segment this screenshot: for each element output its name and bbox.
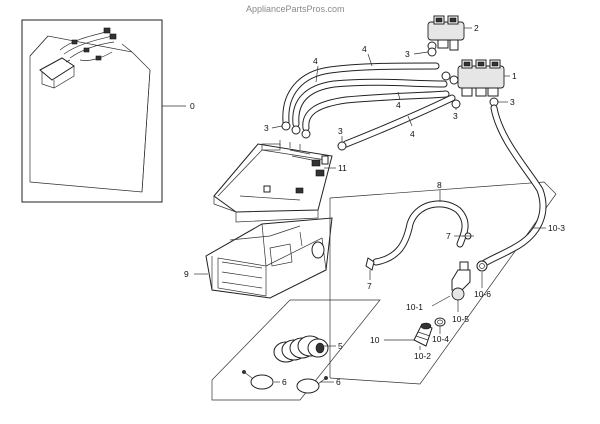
- watermark-text: AppliancePartsPros.com: [246, 4, 345, 14]
- callout-4b: 4: [313, 56, 318, 66]
- callout-1: 1: [512, 71, 517, 81]
- leader-line: [367, 53, 373, 67]
- callout-6b: 6: [336, 377, 341, 387]
- callout-10-1: 10-1: [406, 302, 423, 312]
- callout-4c: 4: [396, 100, 401, 110]
- oring-part-10-4: [434, 317, 446, 327]
- dispenser-top-part-11: [213, 140, 333, 223]
- leader-line: [407, 115, 413, 127]
- clamps-part-6: [242, 370, 328, 394]
- water-valve-part-2: [427, 15, 465, 51]
- nozzle-part-10-2: [413, 322, 433, 347]
- leader-line: [431, 295, 451, 307]
- callout-8: 8: [437, 180, 442, 190]
- bellows-part-5: [273, 335, 329, 363]
- callout-6a: 6: [282, 377, 287, 387]
- callout-7a: 7: [367, 281, 372, 291]
- callout-5: 5: [338, 341, 343, 351]
- callout-10-5: 10-5: [452, 314, 469, 324]
- leader-line: [271, 125, 283, 129]
- clips-part-7: [365, 232, 474, 271]
- hose-part-10-3: [476, 104, 547, 270]
- leader-line: [315, 65, 319, 83]
- leader-line: [413, 51, 429, 55]
- callout-10-2: 10-2: [414, 351, 431, 361]
- callout-4a: 4: [362, 44, 367, 54]
- callout-2: 2: [474, 23, 479, 33]
- callout-3a: 3: [405, 49, 410, 59]
- hoses-part-4: [282, 62, 456, 148]
- dispenser-housing-part-9: [205, 217, 333, 299]
- callout-10-4: 10-4: [432, 334, 449, 344]
- callout-3c: 3: [453, 111, 458, 121]
- callout-3e: 3: [338, 126, 343, 136]
- assembly-box: [21, 19, 163, 203]
- callout-9: 9: [184, 269, 189, 279]
- water-valve-part-1: [449, 59, 505, 97]
- callout-3d: 3: [264, 123, 269, 133]
- callout-11: 11: [338, 163, 347, 173]
- callout-10: 10: [370, 335, 380, 345]
- nozzle-part-10-5: [451, 261, 471, 301]
- bellows-tray-outline: [211, 299, 381, 401]
- callout-10-6: 10-6: [474, 289, 491, 299]
- callout-10-3: 10-3: [548, 223, 565, 233]
- callout-4d: 4: [410, 129, 415, 139]
- clamp-part-10-6: [476, 260, 488, 272]
- leader-line: [397, 91, 401, 101]
- callout-7b: 7: [446, 231, 451, 241]
- tray-outline: [329, 181, 557, 385]
- callout-0: 0: [190, 101, 195, 111]
- callout-3b: 3: [510, 97, 515, 107]
- hose-part-8: [372, 200, 469, 266]
